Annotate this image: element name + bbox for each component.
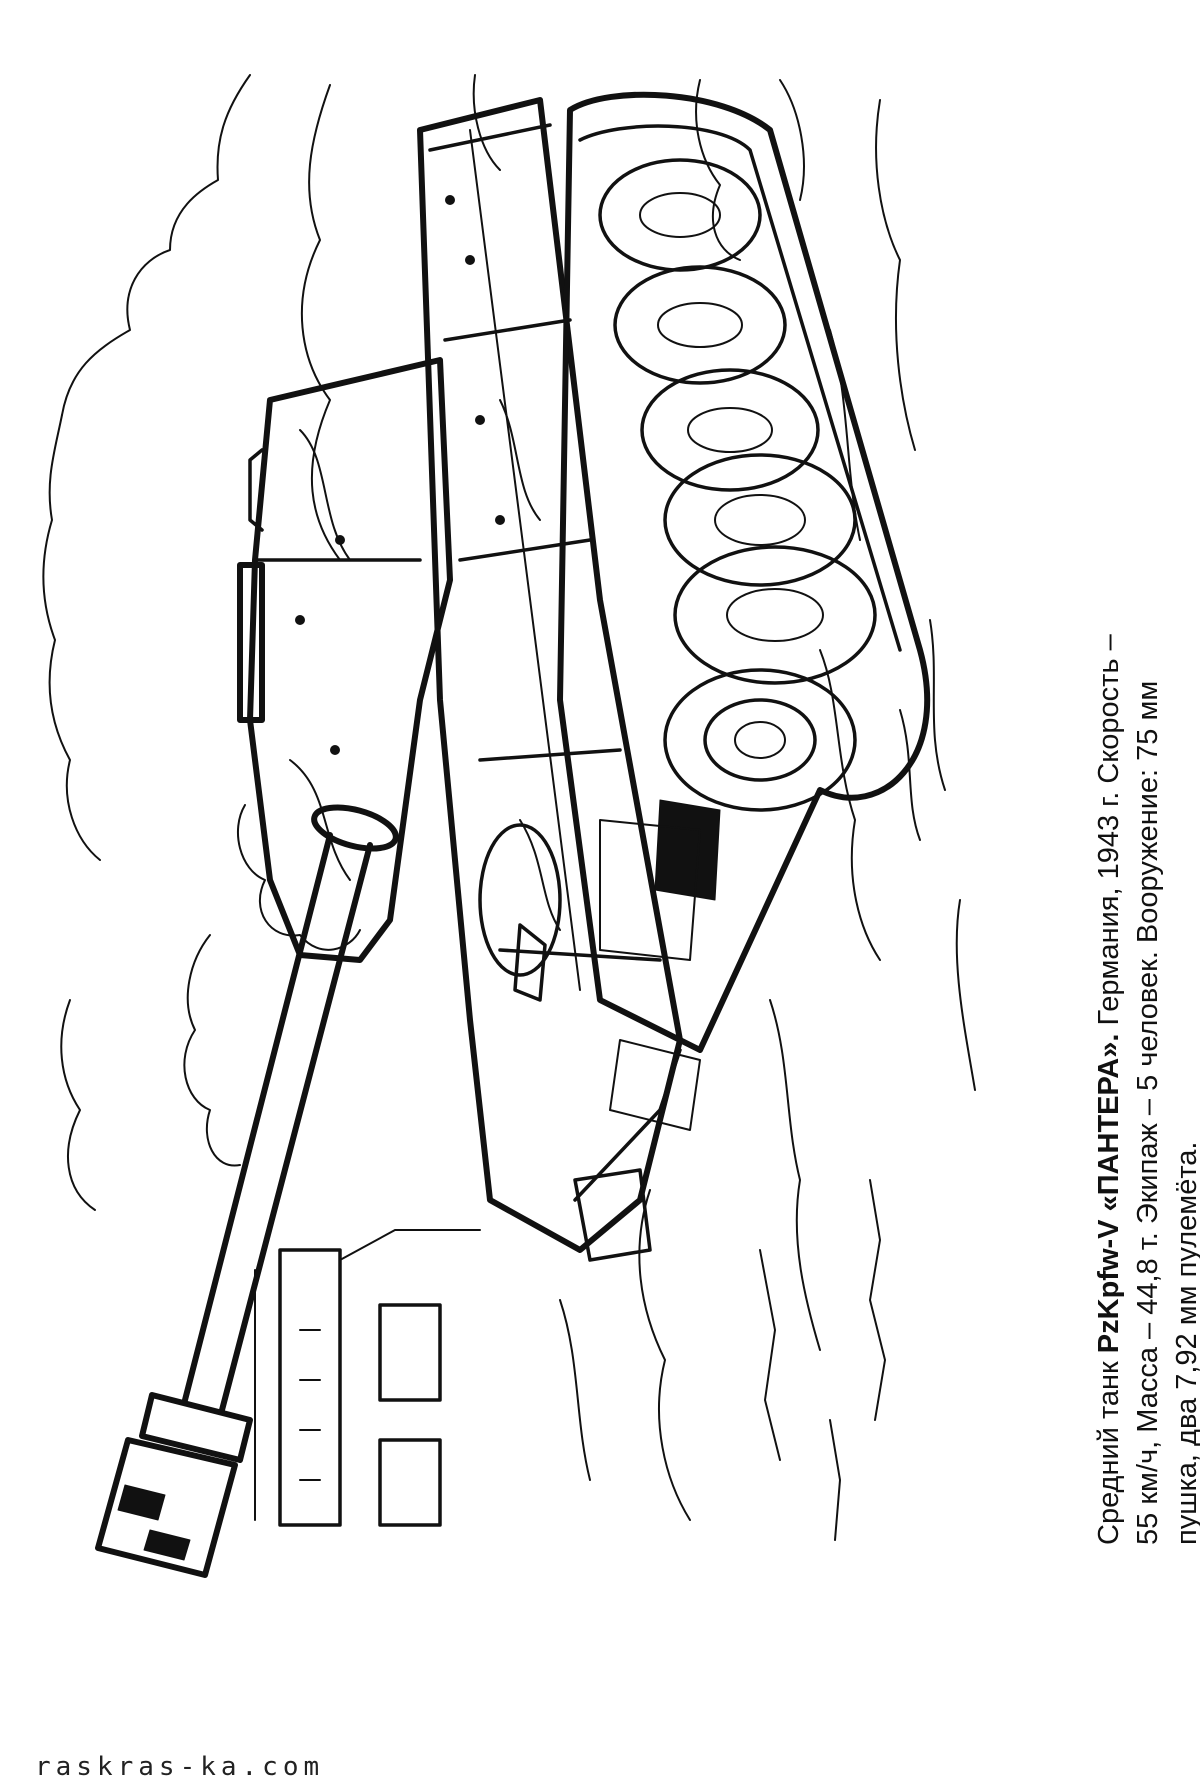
site-watermark: raskras-ka.com <box>35 1752 325 1782</box>
background-building <box>254 1229 481 1527</box>
tank-description-caption: Средний танк PzKpfw-V «ПАНТЕРА». Германи… <box>1090 185 1200 1545</box>
caption-line-3: пушка, два 7,92 мм пулемёта. <box>1171 1141 1200 1545</box>
caption-line-1: Средний танк PzKpfw-V «ПАНТЕРА». Германи… <box>1090 185 1129 1545</box>
caption-tank-name: PzKpfw-V «ПАНТЕРА». <box>1093 1033 1125 1354</box>
ground-lines <box>759 619 946 1541</box>
gun-barrel <box>95 804 399 1578</box>
tank-track-wheels <box>557 91 931 1131</box>
tank-turret <box>237 357 562 1002</box>
caption-line-1-prefix: Средний танк <box>1093 1353 1125 1545</box>
caption-line-2: 55 км/ч, Масса – 44,8 т. Экипаж – 5 чело… <box>1132 680 1164 1545</box>
caption-line-1-suffix: Германия, 1943 г. Скорость – <box>1093 634 1125 1034</box>
tank-hull <box>417 97 683 1262</box>
